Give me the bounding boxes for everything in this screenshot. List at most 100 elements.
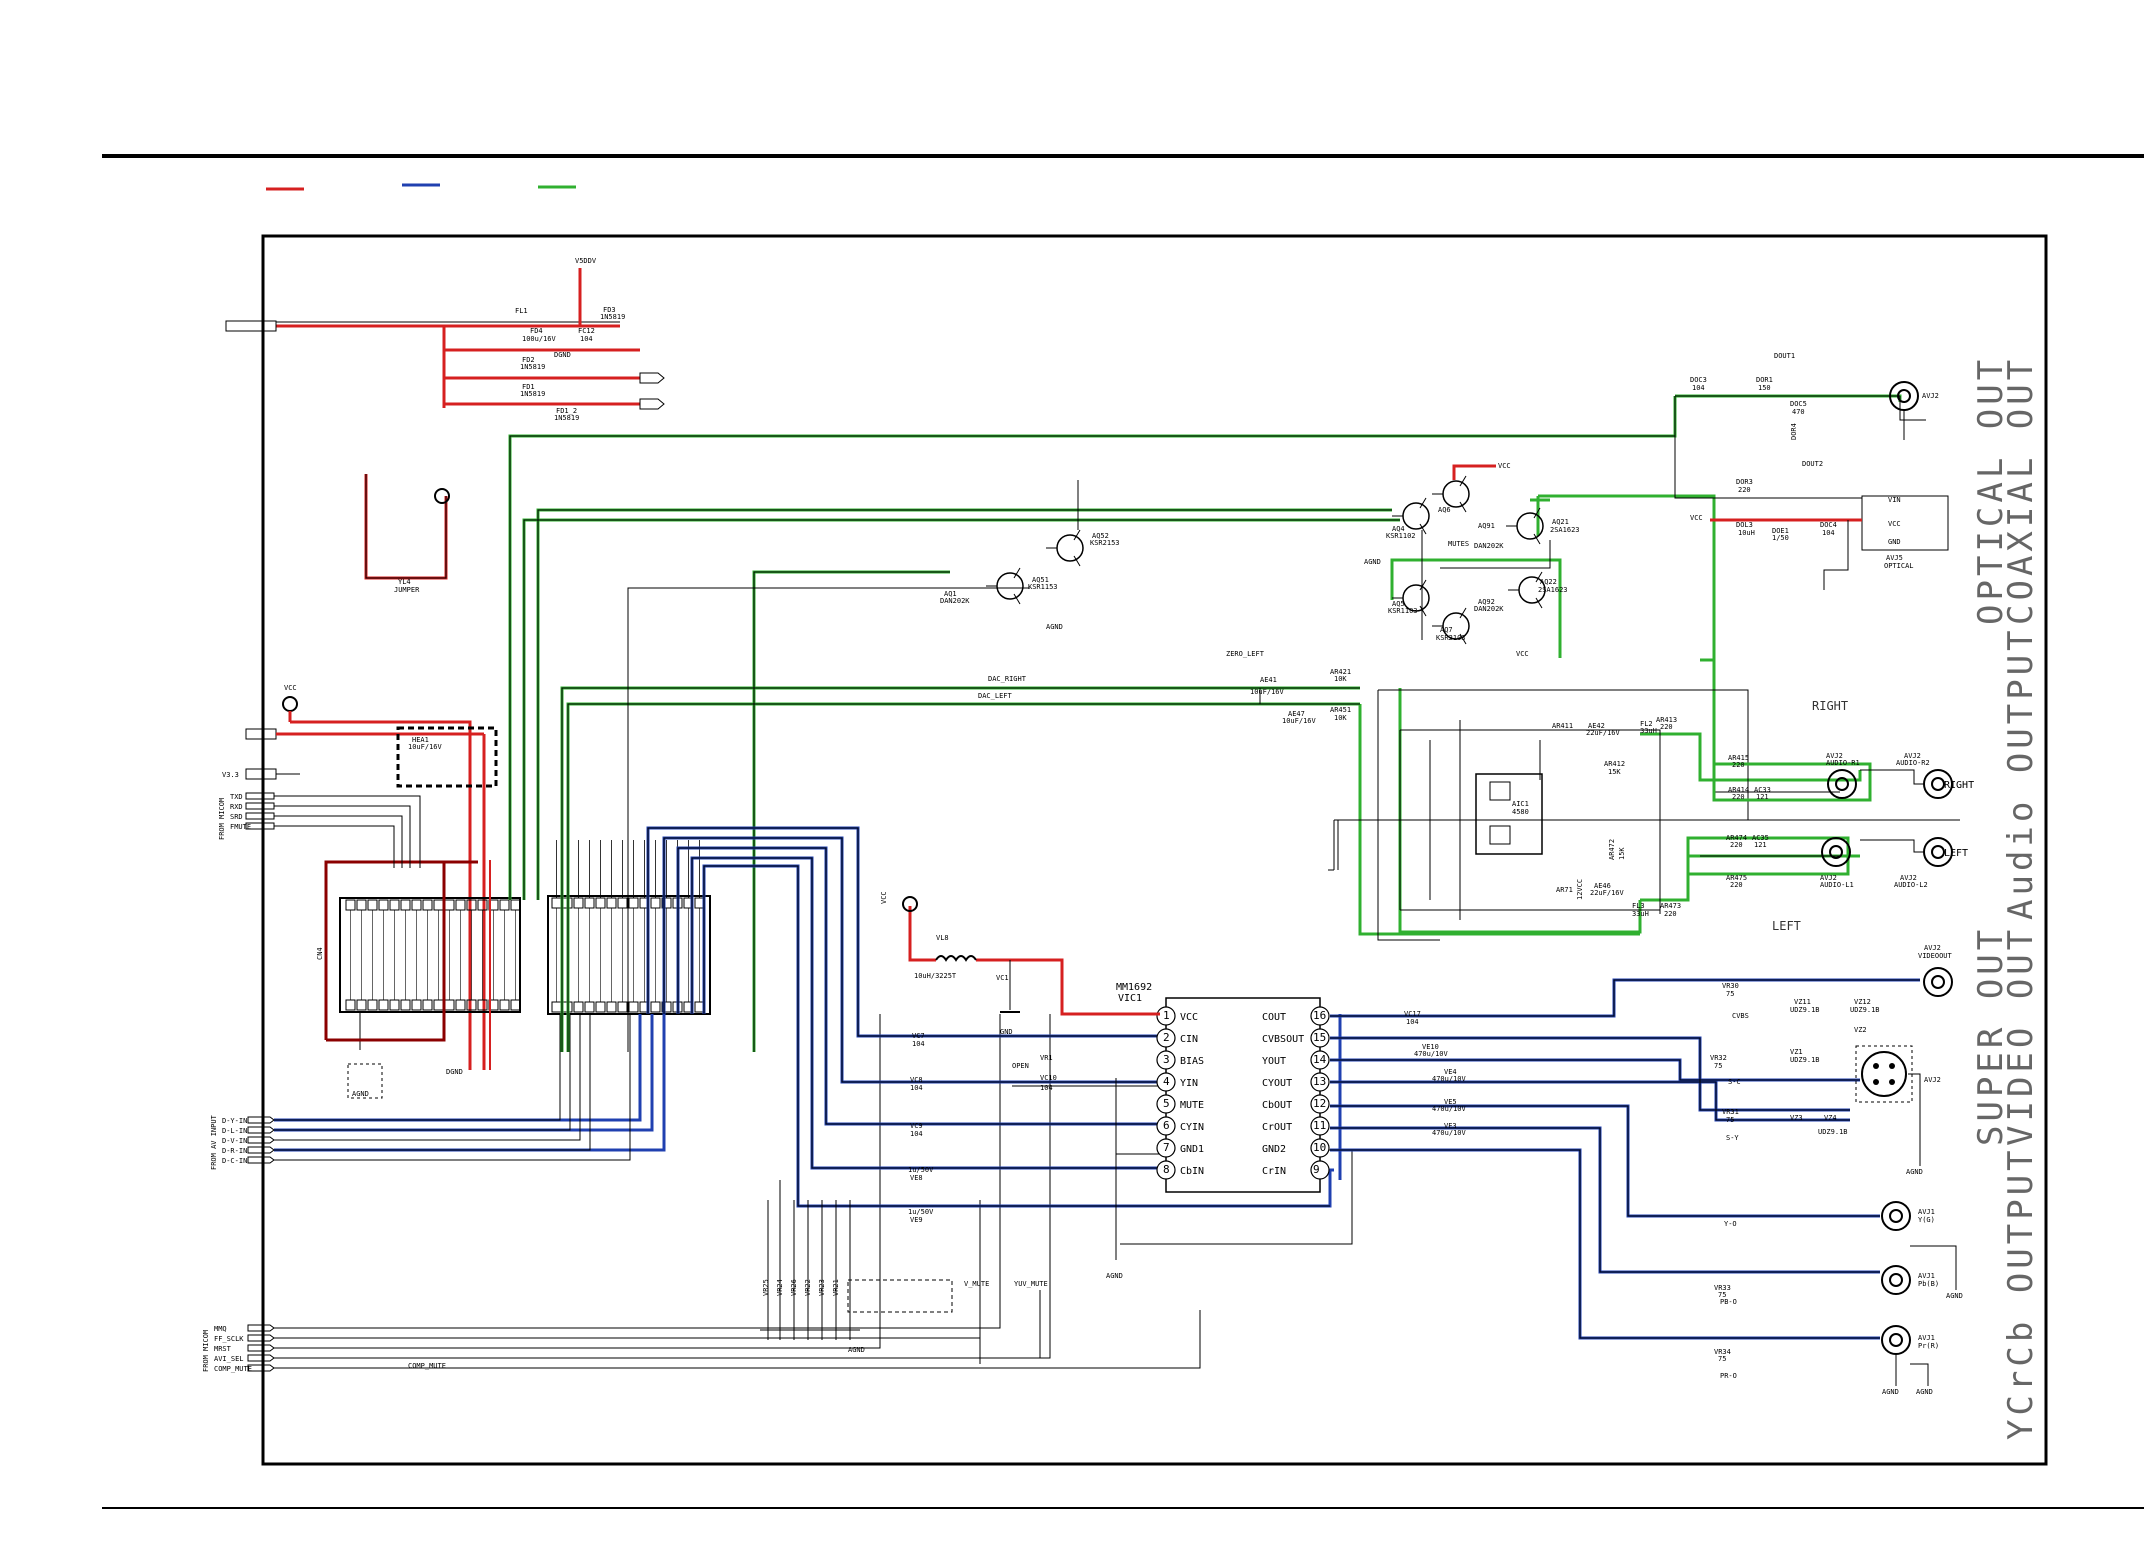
micom-signal-label: FMUTE [230, 823, 251, 831]
vz2-label: VZ2 [1854, 1026, 1867, 1034]
ic-pin-number: 14 [1313, 1053, 1327, 1066]
transistor-icon [1056, 534, 1084, 562]
av-input-port [247, 1156, 275, 1164]
vr33-value: 75 [1718, 1291, 1726, 1299]
svg-text:AVJ2: AVJ2 [1900, 874, 1917, 882]
vcc-terminal-icon-2 [282, 696, 298, 712]
micom2-signal-label: COMP_MUTE [214, 1365, 252, 1373]
aq7-label: AQ7 [1440, 626, 1453, 634]
v-mute-label: V_MUTE [964, 1280, 989, 1288]
transistor-icon [1442, 480, 1470, 508]
cn4-pin [356, 899, 367, 911]
svg-text:AVJ2: AVJ2 [1820, 874, 1837, 882]
aq5-label: AQ5 [1392, 600, 1405, 608]
ycrcb-output-title: YCrCb OUTPUT [2001, 1146, 2041, 1440]
transistor-lead [1535, 571, 1543, 583]
ic-pin-circle [1156, 1028, 1176, 1048]
ic-pin-name: CbOUT [1262, 1100, 1292, 1111]
vz11-part: UDZ9.1B [1790, 1006, 1820, 1014]
transistor-lead [1419, 605, 1427, 617]
ic-ref: VIC1 [1118, 993, 1142, 1004]
aq7-part: KSR2103 [1436, 634, 1466, 642]
ic-pin-number: 11 [1313, 1119, 1326, 1132]
ic-pin-name: VCC [1180, 1012, 1198, 1023]
aq4-part: KSR1102 [1386, 532, 1416, 540]
doe1-value: 1/50 [1772, 534, 1789, 542]
ve3-value: 470u/10V [1432, 1129, 1467, 1137]
cn4-pin [433, 999, 444, 1011]
vc8-label: VC8 [910, 1076, 923, 1084]
aic1-label: AIC1 [1512, 800, 1529, 808]
cn4-pin [455, 899, 466, 911]
ae41-value: 10uF/16V [1250, 688, 1285, 696]
cvbs-jack-icon [1923, 967, 1953, 997]
optical-vin: VIN [1888, 496, 1901, 504]
cn4-pin [389, 999, 400, 1011]
cn4-pin [606, 1001, 617, 1013]
aq51-label: AQ51 [1032, 576, 1049, 584]
vcc-feed [1452, 464, 1496, 480]
av-bus-line [274, 1014, 654, 1132]
vr31-label: VR31 [1722, 1108, 1739, 1116]
micom2-signal-label: MRST [214, 1345, 232, 1353]
ic-pin-circle [1310, 1072, 1330, 1092]
ac33-label: AC33 [1754, 786, 1771, 794]
jumper-ref: YL4 [398, 578, 411, 586]
cn4-pin [499, 899, 510, 911]
cn4-pin [411, 899, 422, 911]
cn4-connector-b [547, 895, 711, 1015]
transistor-lead [1459, 607, 1467, 619]
optical-ref: AVJ5 [1886, 554, 1903, 562]
svg-text:AUDIO-R1: AUDIO-R1 [1826, 759, 1860, 767]
micom2-signal-label: FF_SCLK [214, 1335, 244, 1343]
super-out-title: SUPER OUT [1971, 926, 2011, 1146]
ve4-label: VE4 [1444, 1068, 1457, 1076]
aq-vcc-2: VCC [1516, 650, 1529, 658]
coaxial-out-title: COAXIAL OUT [2001, 356, 2041, 625]
hea1-value: 10uF/16V [408, 743, 443, 751]
aq21-label: AQ21 [1552, 518, 1569, 526]
hea1-box [396, 726, 498, 788]
micom2-port [247, 1334, 275, 1342]
micom2-port [247, 1324, 275, 1332]
micom2-signal-label: AVI_SEL [214, 1355, 244, 1363]
pb-jack-icon [1881, 1265, 1911, 1295]
ic-pin-number: 15 [1313, 1031, 1326, 1044]
ic-pin-number: 10 [1313, 1141, 1326, 1154]
ar413-label: AR413 [1656, 716, 1677, 724]
ae46-label: AE46 [1594, 882, 1611, 890]
ic-pin-circle [1310, 1138, 1330, 1158]
coax-ref: AVJ2 [1922, 392, 1939, 400]
micom2-signal-label: MMQ [214, 1325, 227, 1333]
cn4-pin [433, 899, 444, 911]
ar475-label: AR475 [1726, 874, 1747, 882]
vr31-value: 75 [1726, 1116, 1734, 1124]
micom-signal-label: SRD [230, 813, 243, 821]
ac35-label: AC35 [1752, 834, 1769, 842]
cn4-pin [628, 897, 639, 909]
resistor-array-box [847, 1279, 953, 1313]
micom2-port [247, 1364, 275, 1372]
av-input-port [247, 1126, 275, 1134]
cn4-pin [595, 897, 606, 909]
ic-pin-circle [1156, 1116, 1176, 1136]
vr-label: VR25 [762, 1279, 770, 1296]
video-out-title: VIDEO OUT [2001, 926, 2041, 1146]
power-input-port [225, 320, 277, 332]
ic-pin-circle [1310, 1094, 1330, 1114]
cn4-pin [595, 1001, 606, 1013]
ic-pin-circle [1156, 1006, 1176, 1026]
schematic-frame [261, 234, 2048, 1466]
optical-gnd: GND [1888, 538, 1901, 546]
svg-text:AVJ2: AVJ2 [1826, 752, 1843, 760]
transistor-lead [1535, 597, 1543, 609]
transistor-group [986, 464, 1551, 645]
cn4-pin [551, 1001, 562, 1013]
micom-port [245, 792, 275, 800]
dac-right-label: DAC_RIGHT [988, 675, 1027, 683]
audio-rca-right-2: AVJ2 AUDIO-R2 RIGHT [1896, 752, 1974, 799]
pb-jack-name: Pb(B) [1918, 1280, 1939, 1288]
fd1-label: FD1 [522, 383, 535, 391]
cn4-pin [378, 899, 389, 911]
